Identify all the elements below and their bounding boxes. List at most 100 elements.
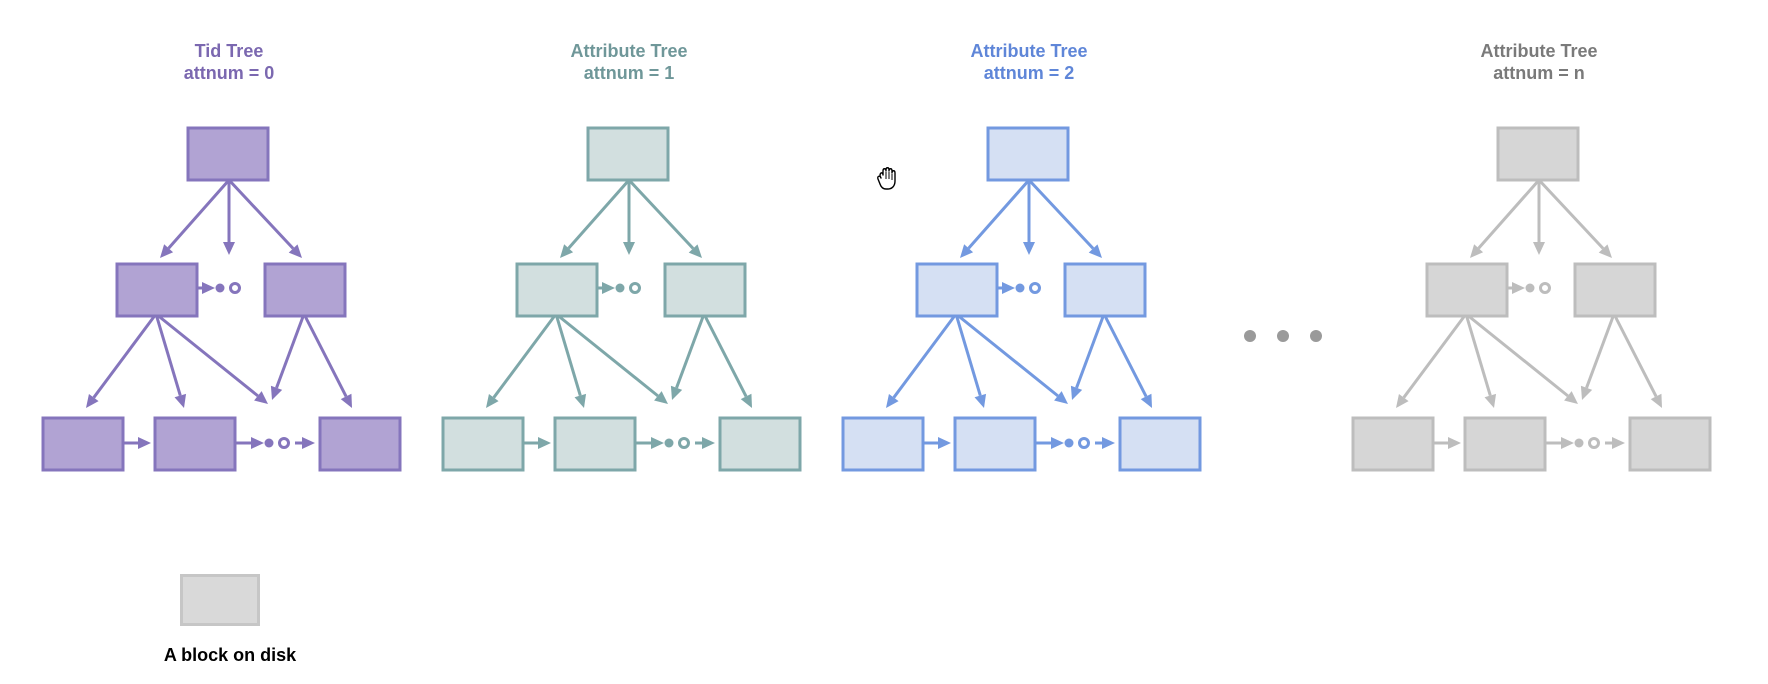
arrow-line — [167, 179, 231, 250]
arrow-head — [302, 437, 315, 449]
arrow-head — [1396, 393, 1409, 408]
continuation-dot — [229, 282, 241, 294]
leaf-node-box — [718, 416, 802, 472]
arrow-head — [1612, 437, 1625, 449]
arrow-head — [651, 437, 664, 449]
arrow-head — [654, 391, 668, 404]
arrow-head — [1070, 385, 1083, 400]
arrow-head — [174, 393, 187, 408]
arrow-head — [254, 391, 268, 404]
arrow-head — [288, 244, 302, 258]
leaf-node-box — [441, 416, 525, 472]
arrow-line — [275, 313, 306, 389]
arrow-line — [675, 313, 706, 389]
arrow-head — [623, 242, 635, 255]
tree-title-text: Tid Tree — [194, 41, 264, 61]
tree-title-text: Attribute Tree — [570, 41, 688, 61]
arrow-head — [1512, 282, 1525, 294]
arrow-line — [1612, 313, 1658, 398]
tree-title-attr2: Attribute Tree attnum = 2 — [909, 40, 1149, 84]
tree-subtitle-text: attnum = n — [1493, 63, 1585, 83]
arrow-head — [886, 393, 899, 408]
arrow-line — [955, 312, 1059, 398]
continuation-dot — [1574, 438, 1584, 448]
tree-title-attr1: Attribute Tree attnum = 1 — [509, 40, 749, 84]
root-node-box — [586, 126, 670, 182]
arrow-line — [1402, 313, 1468, 399]
continuation-dot — [1525, 283, 1535, 293]
continuation-dot — [1015, 283, 1025, 293]
tree-attr2 — [841, 126, 1202, 472]
leaf-node-box — [1628, 416, 1712, 472]
arrow-head — [1484, 393, 1497, 408]
leaf-node-box — [41, 416, 125, 472]
arrow-line — [492, 313, 558, 399]
arrow-head — [1102, 437, 1115, 449]
arrow-line — [554, 313, 582, 396]
arrow-head — [1140, 393, 1152, 408]
internal-node-box — [115, 262, 199, 318]
arrow-line — [154, 313, 182, 396]
arrow-line — [954, 313, 982, 396]
leaf-node-box — [318, 416, 402, 472]
arrow-head — [1051, 437, 1064, 449]
arrow-line — [92, 313, 158, 399]
continuation-dot — [1539, 282, 1551, 294]
arrow-head — [702, 437, 715, 449]
more-trees-ellipsis-dot — [1310, 330, 1322, 342]
arrow-head — [574, 393, 587, 408]
tree-title-text: Attribute Tree — [970, 41, 1088, 61]
more-trees-ellipsis-dot — [1277, 330, 1289, 342]
arrow-head — [340, 393, 352, 408]
arrow-head — [560, 244, 574, 258]
internal-node-box — [1573, 262, 1657, 318]
arrow-line — [302, 313, 348, 398]
continuation-dot — [278, 437, 290, 449]
arrow-head — [974, 393, 987, 408]
internal-node-box — [1063, 262, 1147, 318]
tree-subtitle-text: attnum = 0 — [183, 63, 275, 83]
continuation-dot — [678, 437, 690, 449]
arrow-head — [670, 385, 683, 400]
arrow-head — [86, 393, 99, 408]
arrow-head — [1650, 393, 1662, 408]
arrow-head — [938, 437, 951, 449]
arrow-line — [155, 312, 259, 398]
arrow-line — [227, 178, 295, 250]
leaf-node-box — [1351, 416, 1435, 472]
continuation-dot — [615, 283, 625, 293]
continuation-dot — [215, 283, 225, 293]
arrow-line — [1464, 313, 1492, 396]
root-node-box — [986, 126, 1070, 182]
arrow-head — [1598, 244, 1612, 258]
internal-node-box — [515, 262, 599, 318]
arrow-line — [627, 178, 695, 250]
continuation-dot — [264, 438, 274, 448]
leaf-node-box — [841, 416, 925, 472]
legend-label: A block on disk — [163, 645, 297, 665]
arrow-head — [602, 282, 615, 294]
arrow-line — [567, 179, 631, 250]
tree-subtitle-text: attnum = 1 — [583, 63, 675, 83]
arrow-head — [486, 393, 499, 408]
internal-node-box — [915, 262, 999, 318]
continuation-dot — [664, 438, 674, 448]
arrow-line — [1537, 178, 1605, 250]
arrow-head — [1561, 437, 1574, 449]
arrow-head — [1448, 437, 1461, 449]
arrow-line — [1075, 313, 1106, 389]
arrow-head — [138, 437, 151, 449]
internal-node-box — [1425, 262, 1509, 318]
tree-title-attrn: Attribute Tree attnum = n — [1419, 40, 1659, 84]
arrow-line — [702, 313, 748, 398]
leaf-node-box — [1118, 416, 1202, 472]
arrow-head — [270, 385, 283, 400]
leaf-node-box — [1463, 416, 1547, 472]
root-node-box — [186, 126, 270, 182]
grab-hand-icon — [877, 167, 896, 190]
arrow-head — [1002, 282, 1015, 294]
root-node-box — [1496, 126, 1580, 182]
legend-block-swatch — [180, 574, 260, 626]
